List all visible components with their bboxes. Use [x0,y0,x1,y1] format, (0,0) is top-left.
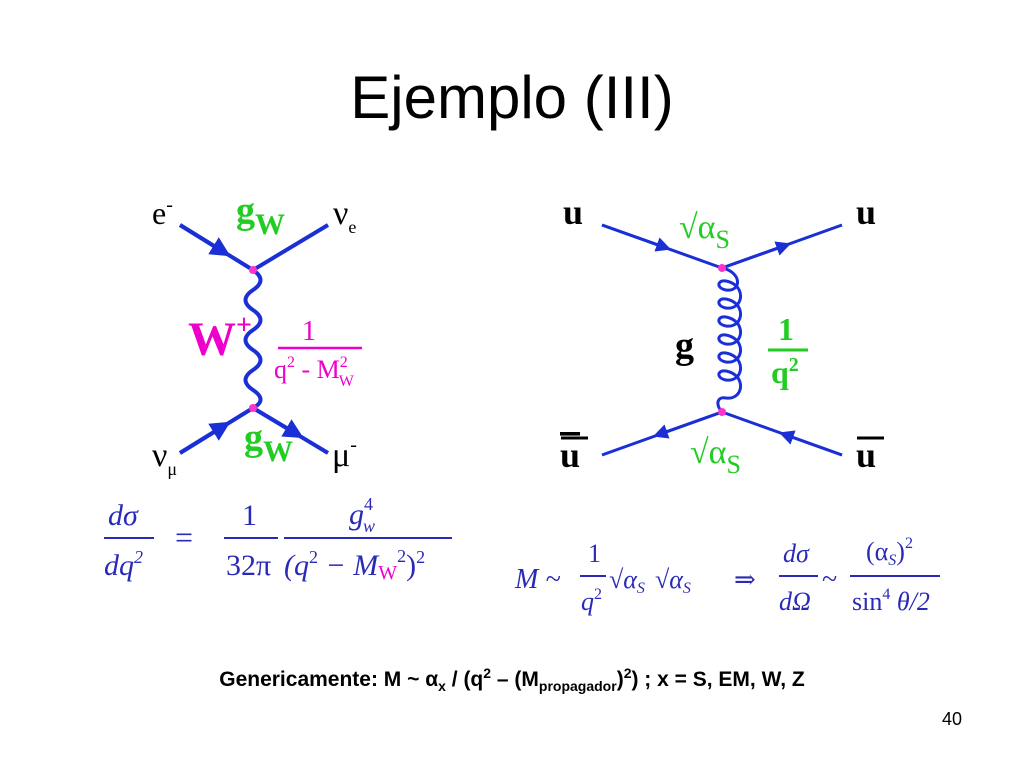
weak-f1-numerator: 1 [242,499,257,532]
quark-out-arrow [721,241,792,270]
strong-amplitude-formula: M ~ 1 q2 √αS √αS ⇒ dσ dΩ ~ (αS)2 sin4 θ/… [514,535,940,616]
gluon-curly-line [716,266,742,414]
strong-root-alpha-2: √αS [655,565,691,597]
strong-f2-numerator: dσ [783,539,810,568]
antiquark-in-arrow [778,430,843,457]
quark-top-right-label: u [856,192,876,232]
vertex-dot-top-strong [718,264,726,272]
quark-top-left-label: u [563,192,583,232]
generic-amplitude-statement: Genericamente: M ~ αx / (q2 – (Mpropagad… [219,665,805,695]
muon-out-arrow [251,406,304,439]
page-number: 40 [941,709,962,729]
w-boson-label: W+ [188,310,252,366]
gluon-propagator-denominator: q2 [771,354,799,390]
electron-neutrino-label: νe [333,195,356,237]
vertex-dot-bottom-strong [718,408,726,416]
strong-coupling-top-label: √αS [679,209,730,254]
weak-lhs-denominator: dq2 [104,547,143,582]
antiquark-bottom-left-label: u [560,435,580,475]
muon-neutrino-label: νμ [152,437,177,479]
antiquark-out-arrow [652,410,723,439]
w-boson-wavy-line [243,268,263,410]
vertex-dot-bottom [249,404,257,412]
strong-f1-denominator: q2 [581,586,602,616]
neutrino-in-arrow [178,421,231,455]
strong-amplitude-m: M ~ [514,564,560,595]
coupling-bottom-label: gW [244,417,293,468]
strong-implies-sign: ⇒ [734,565,756,594]
strong-f3-numerator: (αS)2 [866,535,913,569]
antiquark-bottom-right-label: u [856,435,876,475]
weak-equals-sign: = [175,519,193,555]
coupling-top-label: gW [236,190,285,241]
strong-diagram: u u u u √αS √αS g 1 q2 [560,192,884,479]
gluon-propagator-numerator: 1 [778,311,794,347]
strong-f3-denominator: sin4 θ/2 [852,586,930,616]
muon-label: μ- [332,434,357,474]
electron-in-arrow [178,223,231,257]
strong-root-alpha-1: √αS [609,565,645,597]
weak-f1-denominator: 32π [226,549,271,582]
vertex-dot-top [249,266,257,274]
neutrino-out-line [251,223,330,272]
weak-lhs-numerator: dσ [108,499,139,532]
quark-in-arrow [601,223,672,252]
strong-f2-denominator: dΩ [779,587,811,616]
weak-f2-denominator: (q2 − MW2)2 [284,546,425,584]
gluon-label: g [675,325,694,367]
w-propagator-numerator: 1 [302,316,316,347]
strong-tilde-sign: ~ [822,564,837,595]
electron-label: e- [152,194,173,231]
page-title: Ejemplo (III) [350,64,674,131]
strong-f1-numerator: 1 [588,539,601,568]
strong-coupling-bottom-label: √αS [690,434,741,479]
